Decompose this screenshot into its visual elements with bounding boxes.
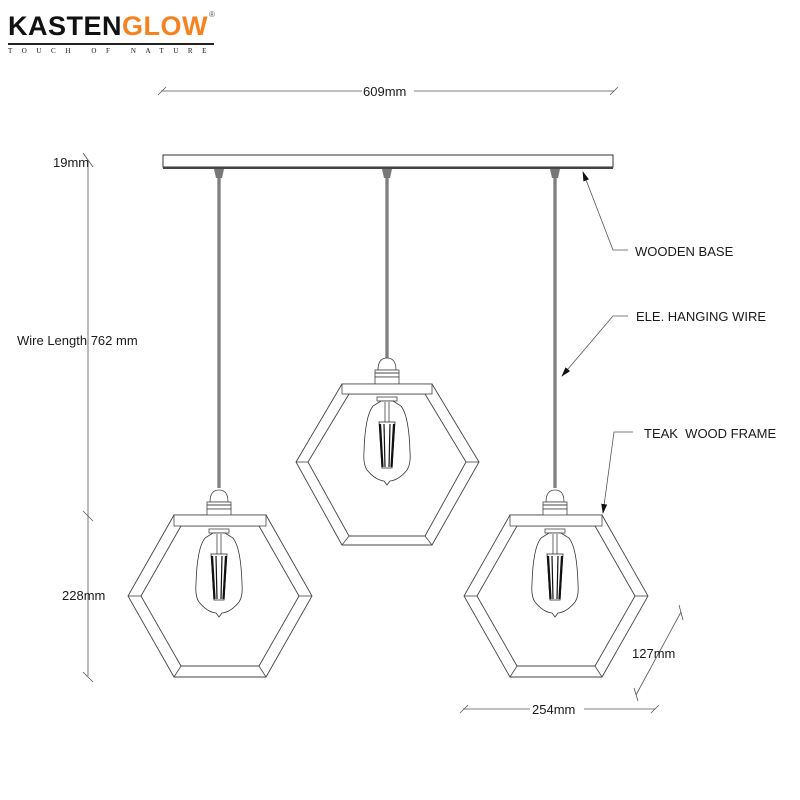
frame-width-label: 254mm	[532, 702, 576, 717]
brand-name-dark: KASTEN	[8, 11, 123, 41]
frame-side-label: 127mm	[632, 646, 676, 661]
height-dimension-line	[82, 152, 94, 683]
wood-frame-callout: TEAK WOOD FRAME	[644, 426, 777, 441]
registered-mark: ®	[209, 10, 215, 19]
base-thickness-label: 19mm	[53, 155, 90, 170]
logo-divider	[8, 43, 214, 45]
brand-name: KASTENGLOW	[8, 10, 208, 42]
wooden-base-callout: WOODEN BASE	[635, 244, 734, 259]
total-width-label: 609mm	[363, 84, 407, 99]
hanging-wires	[214, 169, 560, 488]
brand-tagline: TOUCH OF NATURE	[8, 47, 217, 55]
callout-leaders	[561, 171, 633, 514]
brand-logo: KASTENGLOW ® TOUCH OF NATURE	[6, 8, 217, 55]
width-dimension-line	[157, 86, 619, 96]
hanging-wire-callout: ELE. HANGING WIRE	[636, 309, 767, 324]
wire-length-label: Wire Length 762 mm	[17, 333, 138, 348]
pendant-left	[127, 488, 313, 678]
brand-name-orange: GLOW	[122, 11, 208, 41]
side-dimension-line	[633, 604, 684, 702]
pendant-center	[295, 356, 480, 546]
wooden-base	[162, 154, 614, 169]
pendant-right	[463, 488, 649, 678]
frame-height-label: 228mm	[62, 588, 106, 603]
frame-width-dimension-line	[459, 704, 660, 714]
